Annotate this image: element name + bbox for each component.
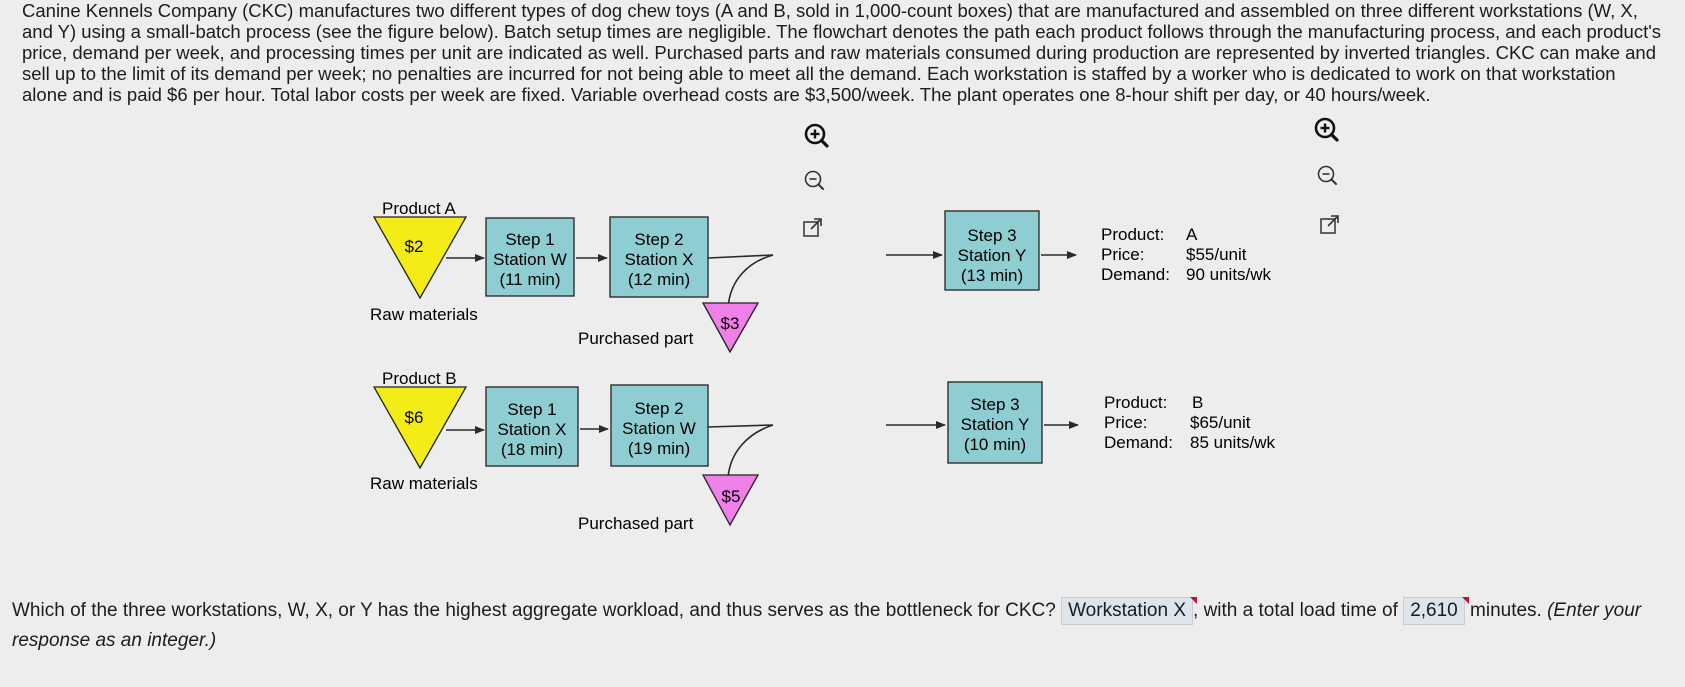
step3-a-line2: Station Y	[958, 246, 1027, 265]
info-b-price-key: Price:	[1104, 413, 1147, 432]
step2-a-line2: Station X	[625, 250, 694, 269]
step1-b-line3: (18 min)	[501, 440, 563, 459]
question-part3: minutes.	[1470, 600, 1542, 621]
raw-materials-a-triangle	[372, 216, 468, 300]
step3-a-line3: (13 min)	[961, 266, 1023, 285]
question-part1: Which of the three workstations, W, X, o…	[12, 600, 1056, 621]
step1-b-line1: Step 1	[507, 400, 556, 419]
purchased-cost-b: $5	[722, 487, 741, 506]
question-note: (Enter your response as an integer.)	[12, 600, 1642, 651]
question-text: Which of the three workstations, W, X, o…	[12, 596, 1672, 656]
step1-a-line2: Station W	[493, 250, 567, 269]
info-a-demand-val: 90 units/wk	[1186, 265, 1272, 284]
zoom-out-icon[interactable]	[804, 170, 824, 190]
product-a-label: Product A	[382, 199, 456, 218]
raw-cost-a: $2	[405, 237, 424, 256]
step3-b-line2: Station Y	[961, 415, 1030, 434]
raw-cost-b: $6	[405, 408, 424, 427]
purchased-part-a-triangle	[701, 302, 760, 354]
product-b-label: Product B	[382, 369, 457, 388]
step1-b-line2: Station X	[498, 420, 567, 439]
info-b-demand-val: 85 units/wk	[1190, 433, 1276, 452]
step1-station-w-a	[485, 217, 575, 297]
bottleneck-answer-field[interactable]: Workstation X	[1061, 597, 1197, 625]
step3-a-line1: Step 3	[967, 226, 1016, 245]
step3-b-line1: Step 3	[970, 395, 1019, 414]
raw-materials-b-label: Raw materials	[370, 474, 478, 493]
step2-station-x-a	[609, 216, 709, 298]
raw-materials-b-triangle	[372, 386, 468, 470]
step2-b-line3: (19 min)	[628, 439, 690, 458]
purchased-cost-a: $3	[721, 314, 740, 333]
raw-materials-a-label: Raw materials	[370, 305, 478, 324]
total-load-answer-field[interactable]: 2,610	[1403, 597, 1469, 625]
connector-b-step2-out	[707, 424, 774, 428]
step1-a-line3: (11 min)	[499, 270, 560, 289]
purchased-part-b-label: Purchased part	[578, 514, 694, 533]
step1-a-line1: Step 1	[505, 230, 554, 249]
problem-statement: Canine Kennels Company (CKC) manufacture…	[22, 0, 1661, 105]
external-link-icon[interactable]	[803, 218, 822, 237]
zoom-out-icon[interactable]	[1317, 165, 1337, 185]
step2-station-w-b	[610, 384, 709, 467]
zoom-in-icon[interactable]	[1314, 117, 1339, 142]
external-link-icon[interactable]	[1320, 215, 1339, 234]
connector-a-step2-out	[707, 254, 774, 259]
info-b-product-key: Product:	[1104, 393, 1167, 412]
zoom-in-icon[interactable]	[804, 123, 829, 148]
info-a-product-key: Product:	[1101, 225, 1164, 244]
connector-b-purchased	[727, 424, 774, 479]
purchased-part-b-triangle	[701, 474, 760, 527]
step3-station-y-a	[944, 210, 1040, 291]
purchased-part-a-label: Purchased part	[578, 329, 694, 348]
step2-a-line3: (12 min)	[628, 270, 690, 289]
connector-a-purchased	[727, 254, 774, 309]
step2-b-line2: Station W	[622, 419, 696, 438]
info-b-product-val: B	[1192, 393, 1203, 412]
step1-station-x-b	[485, 386, 579, 467]
info-a-demand-key: Demand:	[1101, 265, 1170, 284]
step3-b-line3: (10 min)	[964, 435, 1026, 454]
info-a-price-val: $55/unit	[1186, 245, 1247, 264]
step2-a-line1: Step 2	[634, 230, 683, 249]
step3-station-y-b	[947, 381, 1043, 464]
question-part2: , with a total load time of	[1193, 600, 1398, 621]
info-a-price-key: Price:	[1101, 245, 1144, 264]
info-a-product-val: A	[1186, 225, 1198, 244]
step2-b-line1: Step 2	[634, 399, 683, 418]
process-flowchart: Product A $2 Raw materials Step 1 Statio…	[370, 117, 1339, 533]
info-b-demand-key: Demand:	[1104, 433, 1173, 452]
info-b-price-val: $65/unit	[1190, 413, 1251, 432]
